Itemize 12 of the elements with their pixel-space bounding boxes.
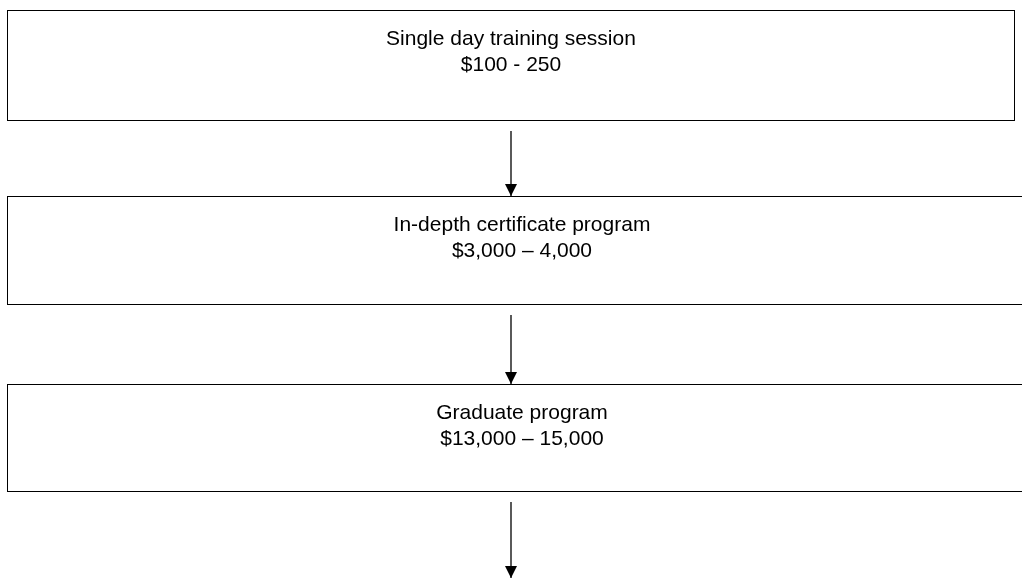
process-box <box>7 196 1022 305</box>
arrow <box>505 130 517 197</box>
price-range: $3,000 – 4,000 <box>451 237 593 263</box>
price-range: $13,000 – 15,000 <box>440 425 604 451</box>
process-box <box>7 10 1015 121</box>
price-range: $100 - 250 <box>460 51 562 77</box>
box-title: Single day training session <box>386 25 636 51</box>
arrow <box>505 501 517 578</box>
box-title: Graduate program <box>436 399 608 425</box>
arrow <box>505 314 517 385</box>
box-title: In-depth certificate program <box>393 211 651 237</box>
process-box <box>7 384 1022 492</box>
